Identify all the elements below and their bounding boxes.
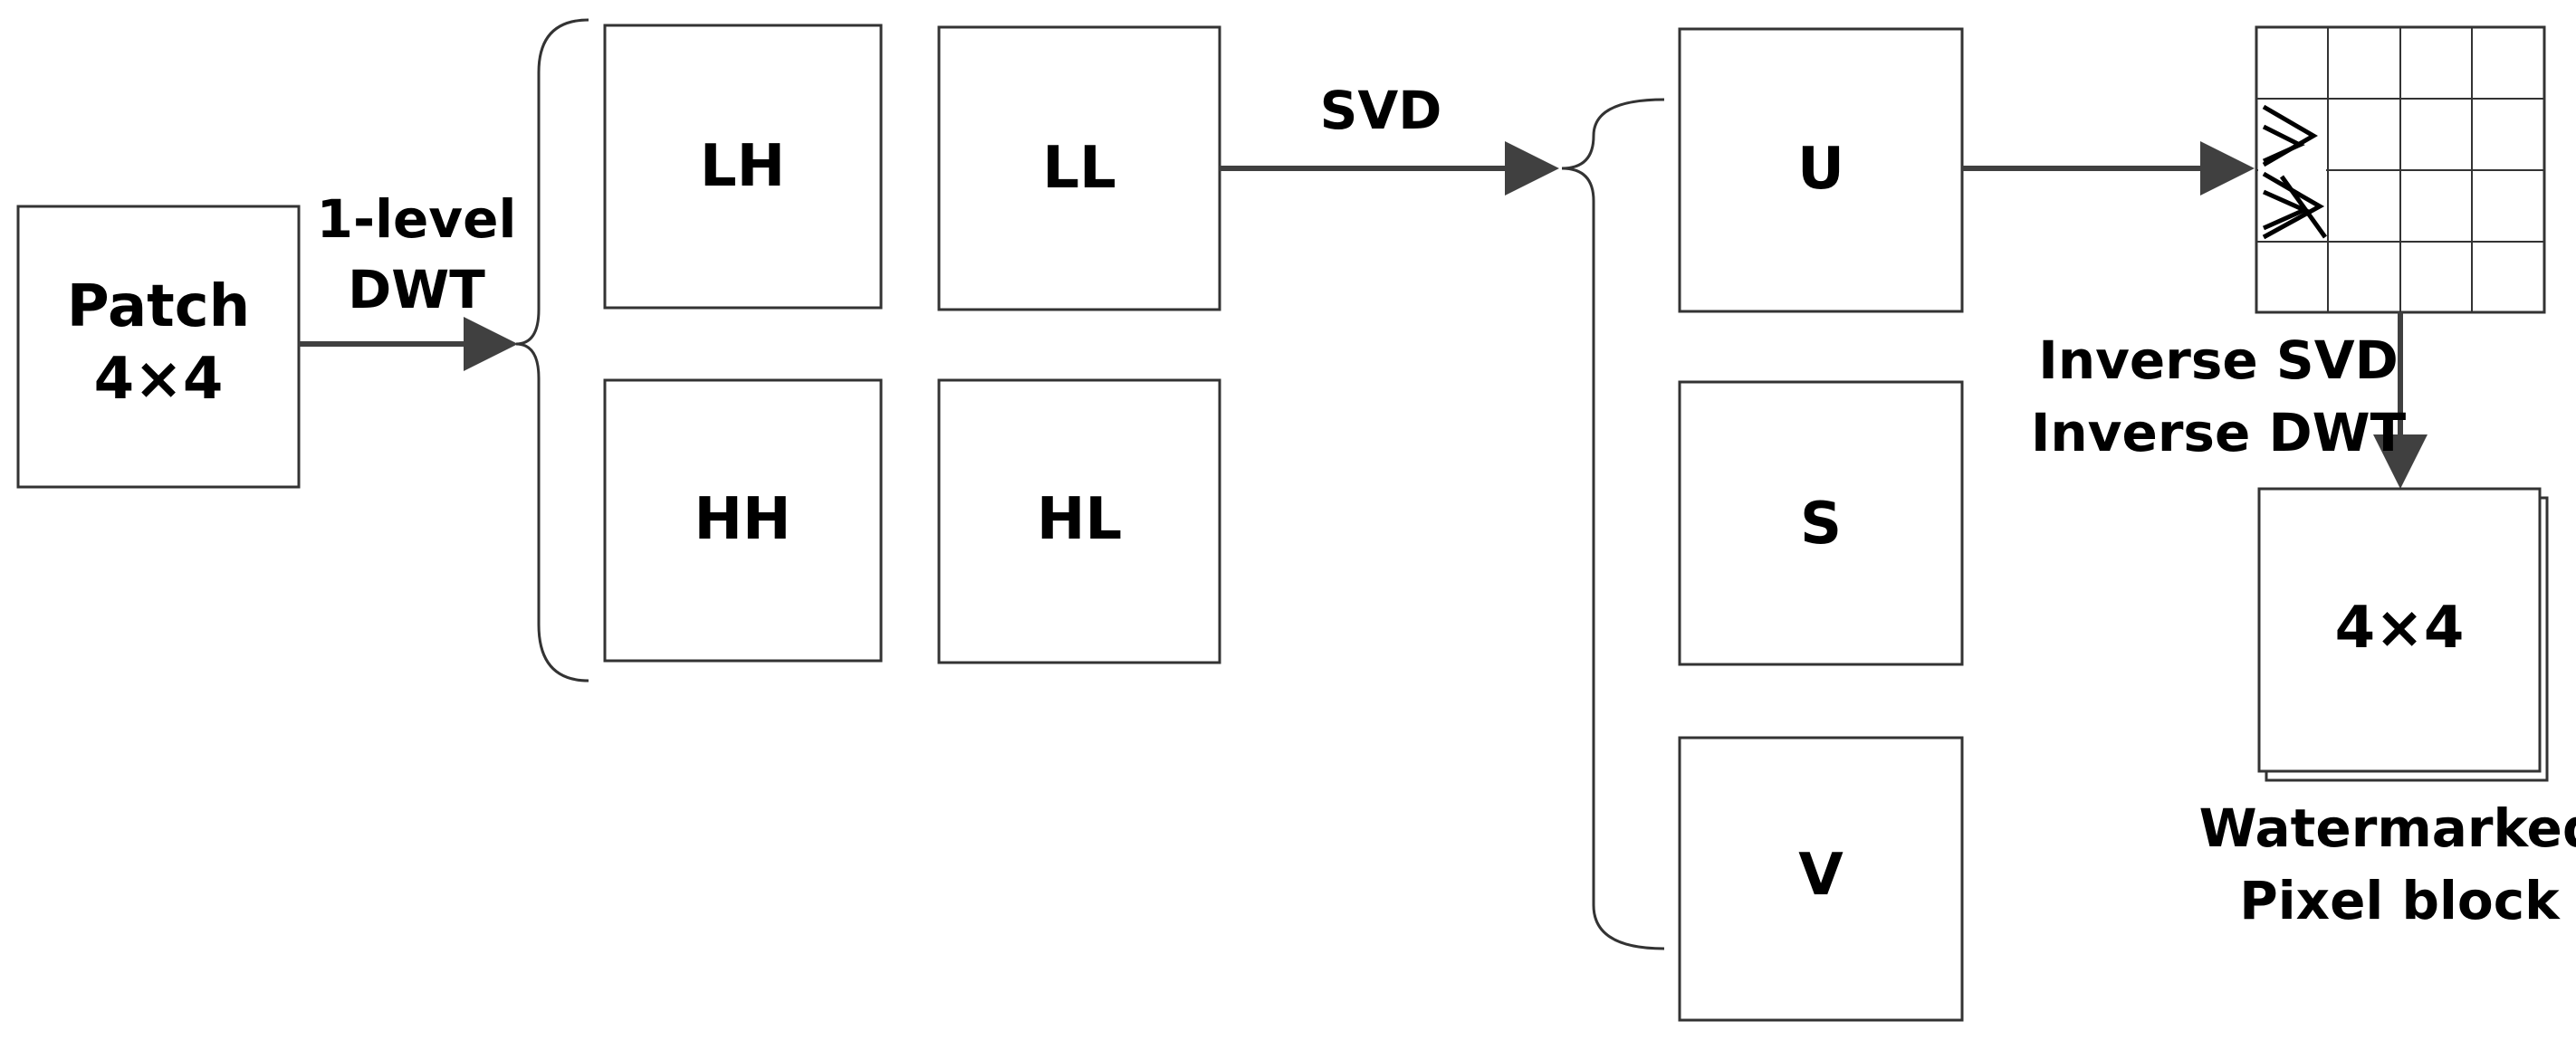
subband-hh: HH bbox=[603, 378, 883, 663]
patch-label-line2: 4×4 bbox=[94, 346, 224, 413]
svd-s: S bbox=[1678, 380, 1964, 666]
svd-u: U bbox=[1678, 27, 1964, 313]
chevron-hatch-pattern-icon bbox=[2258, 100, 2328, 240]
watermark-grid bbox=[2255, 25, 2546, 314]
subband-hl-label: HL bbox=[1037, 486, 1122, 553]
subband-hl: HL bbox=[937, 378, 1221, 664]
patch-block: Patch 4×4 bbox=[16, 205, 301, 489]
watermarked-block: 4×4 bbox=[2257, 487, 2549, 782]
subband-brace bbox=[515, 18, 589, 682]
svd-label: SVD bbox=[1320, 80, 1442, 141]
dwt-label-line1: 1-level bbox=[317, 188, 517, 250]
output-caption-line2: Pixel block bbox=[2239, 870, 2561, 931]
svd-s-label: S bbox=[1800, 491, 1842, 558]
watermarked-block-label: 4×4 bbox=[2335, 595, 2465, 662]
inverse-label-line2: Inverse DWT bbox=[2031, 402, 2407, 463]
subband-lh-label: LH bbox=[700, 133, 785, 200]
svd-u-label: U bbox=[1797, 136, 1844, 203]
patch-label-line1: Patch bbox=[67, 273, 250, 340]
svd-v-label: V bbox=[1798, 842, 1843, 909]
svd-brace bbox=[1561, 98, 1665, 950]
subband-ll-label: LL bbox=[1042, 135, 1116, 202]
subband-ll: LL bbox=[937, 25, 1221, 311]
svd-v: V bbox=[1678, 736, 1964, 1022]
subband-lh: LH bbox=[603, 24, 883, 310]
inverse-label-line1: Inverse SVD bbox=[2038, 329, 2398, 391]
output-caption-line1: Watermarked bbox=[2199, 797, 2576, 859]
subband-hh-label: HH bbox=[694, 486, 790, 553]
dwt-label-line2: DWT bbox=[348, 259, 485, 320]
